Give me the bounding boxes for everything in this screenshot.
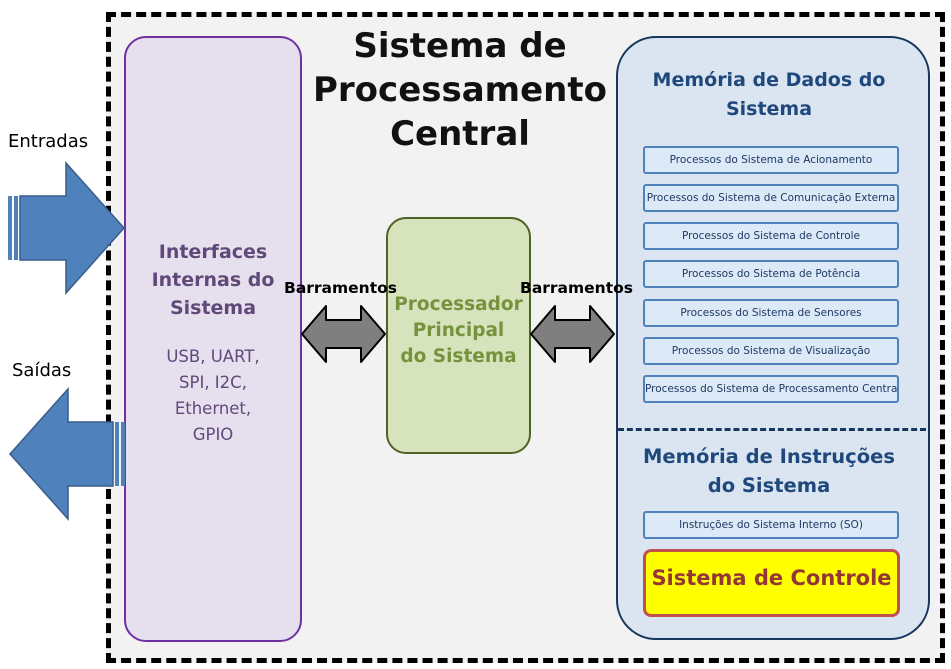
data-memory-item-sensores: Processos do Sistema de Sensores (643, 299, 899, 327)
data-memory-item-processamento: Processos do Sistema de Processamento Ce… (643, 375, 899, 403)
data-memory-title: Memória de Dados do Sistema (652, 69, 886, 120)
left-bus-label: Barramentos (284, 279, 398, 297)
right-bus-double-arrow-icon (530, 305, 615, 363)
outputs-label: Saídas (12, 360, 72, 381)
outputs-arrow-icon (8, 387, 125, 521)
internal-interfaces-block (124, 36, 302, 642)
data-memory-item-visualizacao: Processos do Sistema de Visualização (643, 337, 899, 365)
right-bus-label: Barramentos (520, 279, 634, 297)
data-memory-item-acionamento: Processos do Sistema de Acionamento (643, 146, 899, 174)
instruction-memory-item-so: Instruções do Sistema Interno (SO) (643, 511, 899, 539)
control-system-highlight-box (643, 549, 900, 617)
data-memory-item-potencia: Processos do Sistema de Potência (643, 260, 899, 288)
internal-interfaces-title: Interfaces Internas do Sistema (151, 241, 275, 319)
inputs-arrow-icon (8, 161, 126, 295)
internal-interfaces-list: USB, UART, SPI, I2C, Ethernet, GPIO (166, 347, 260, 444)
control-system-label: Sistema de Controle (651, 566, 892, 590)
instruction-memory-title: Memória de Instruções do Sistema (643, 445, 895, 497)
main-processor-title: Processador Principal do Sistema (394, 294, 523, 367)
diagram-title: Sistema de Processamento Central (313, 26, 607, 154)
data-memory-item-controle: Processos do Sistema de Controle (643, 222, 899, 250)
inputs-label: Entradas (8, 131, 89, 152)
main-processor-block (386, 217, 531, 454)
data-memory-item-comunicacao: Processos do Sistema de Comunicação Exte… (643, 184, 899, 212)
left-bus-double-arrow-icon (301, 305, 386, 363)
memory-divider (618, 428, 926, 431)
